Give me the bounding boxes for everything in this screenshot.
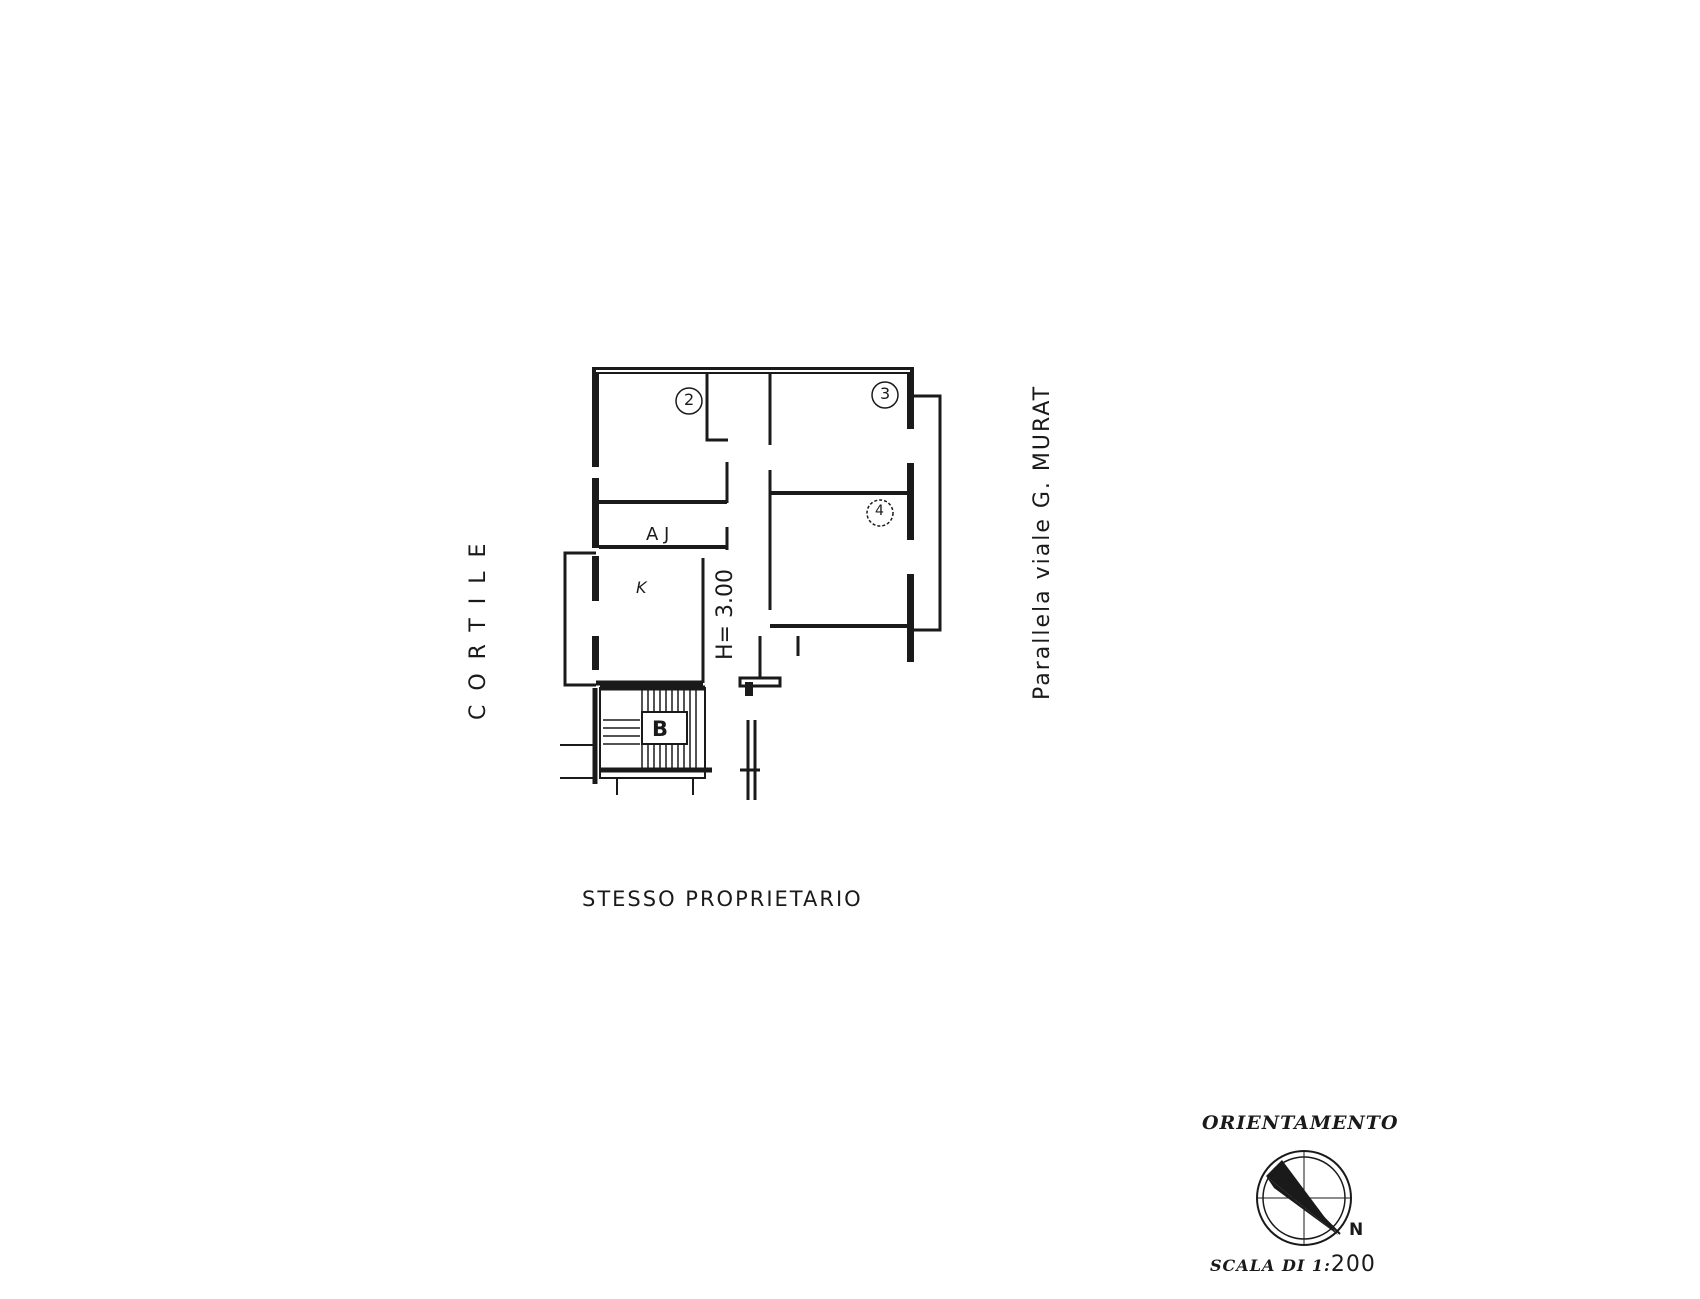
room-2-label: 2	[684, 390, 695, 409]
scale-value: 200	[1330, 1252, 1376, 1277]
street-label: Parallela viale G. MURAT	[1030, 384, 1055, 700]
bath-label: A J	[646, 524, 670, 545]
orientation-title: ORIENTAMENTO	[1202, 1112, 1399, 1134]
compass-icon	[1256, 1150, 1352, 1246]
adjacent-owner-label: STESSO PROPRIETARIO	[582, 887, 863, 911]
ceiling-height-label: H= 3.00	[713, 569, 738, 660]
room-markers	[675, 381, 899, 527]
courtyard-label: CORTILE	[466, 529, 491, 720]
kitchen-label: K	[636, 578, 647, 597]
stairwell-label: B	[652, 717, 669, 741]
room-4-label: 4	[875, 503, 884, 519]
room-3-label: 3	[880, 384, 891, 403]
stairwell	[560, 685, 712, 795]
north-label: N	[1349, 1220, 1364, 1240]
inner-walls	[563, 370, 942, 800]
scale-prefix: SCALA DI 1:	[1210, 1256, 1331, 1275]
scale-label: SCALA DI 1:200	[1210, 1252, 1376, 1277]
